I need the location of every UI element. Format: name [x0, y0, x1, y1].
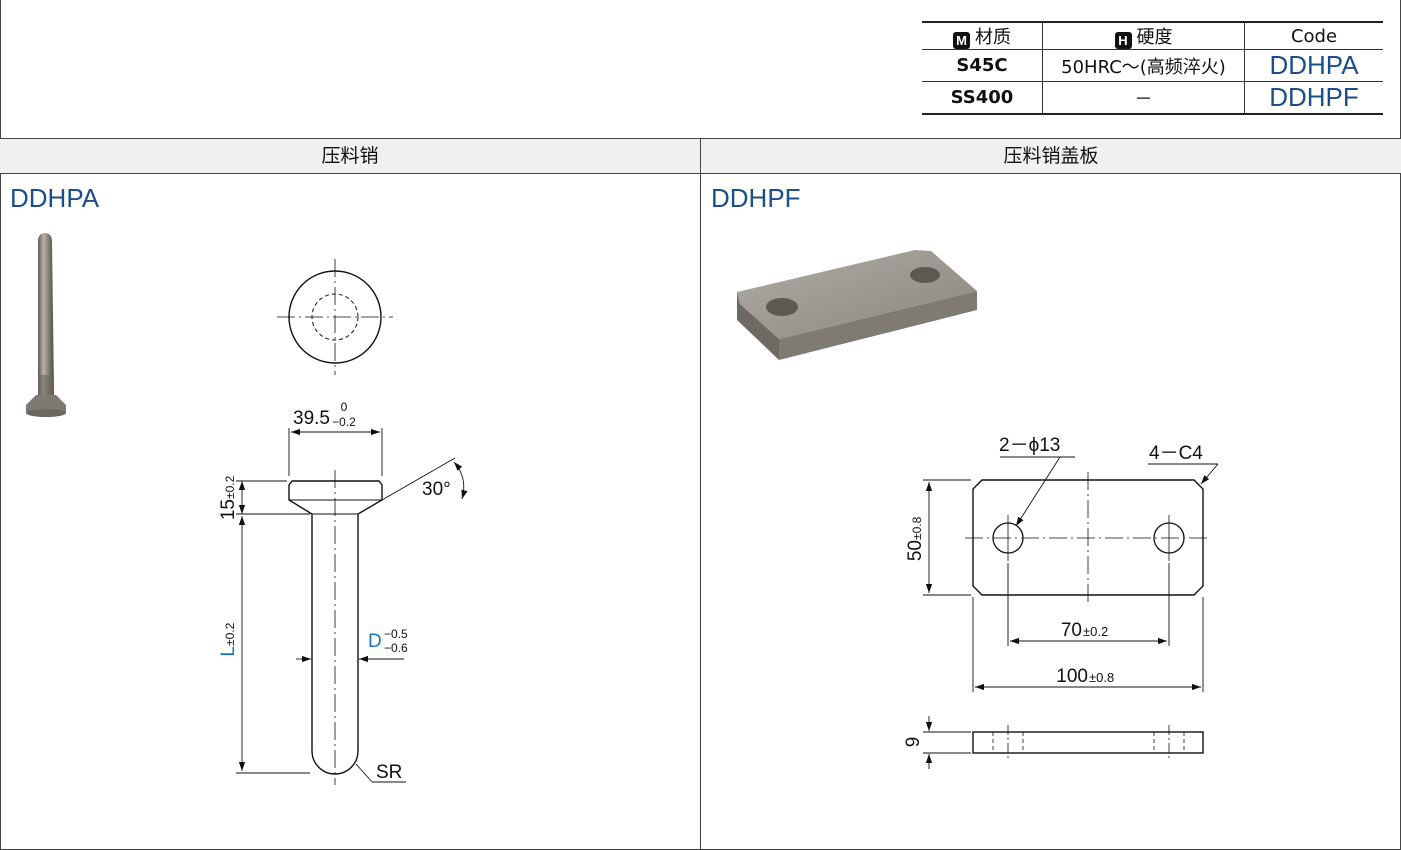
thickness-label: 9 — [903, 737, 924, 748]
hardness-cell: 50HRC～(高频淬火) — [1042, 49, 1245, 82]
angle-label: 30° — [422, 479, 451, 500]
table-row: S45C 50HRC～(高频淬火) DDHPA — [922, 49, 1383, 82]
dia-label: D — [368, 631, 382, 652]
section-divider — [700, 138, 701, 850]
plate-height-label: 50 — [905, 540, 926, 561]
hardness-cell: － — [1042, 81, 1245, 115]
material-header: M 材质 — [922, 21, 1043, 50]
material-cell: SS400 — [922, 81, 1043, 115]
material-header-label: 材质 — [975, 27, 1011, 48]
length-tol: ±0.2 — [223, 622, 237, 646]
plate-photo — [737, 250, 977, 360]
table-row: SS400 － DDHPF — [922, 81, 1383, 115]
head-height-tol: ±0.2 — [223, 475, 237, 499]
plate-top-view — [965, 472, 1211, 603]
plate-thickness-dim — [923, 716, 971, 769]
pin-photo — [26, 233, 66, 417]
pitch-label: 70 — [1061, 620, 1082, 641]
plate-side-view — [972, 725, 1204, 760]
code-link-ddhpf[interactable]: DDHPF — [1244, 81, 1383, 115]
head-dia-tol-lower: −0.2 — [332, 415, 356, 429]
pin-dimension-labels: 39.5 0 −0.2 15 ±0.2 30° L ±0.2 D −0.5 −0… — [218, 400, 451, 783]
width-label: 100 — [1056, 666, 1088, 687]
holes-label: 2－ϕ13 — [999, 435, 1060, 456]
material-cell: S45C — [922, 49, 1043, 82]
head-dia-label: 39.5 — [293, 408, 330, 429]
tip-label: SR — [376, 762, 402, 783]
hardness-header-label: 硬度 — [1136, 27, 1173, 48]
plate-dimensions — [923, 456, 1219, 692]
material-badge-icon: M — [953, 32, 970, 49]
chamfer-label: 4－C4 — [1149, 443, 1203, 464]
section-header-plate: 压料销盖板 — [701, 138, 1401, 174]
pitch-tol: ±0.2 — [1083, 624, 1108, 639]
length-label: L — [218, 646, 239, 657]
pin-code-label: DDHPA — [10, 183, 100, 213]
code-header: Code — [1244, 21, 1383, 50]
dia-tol-lower: −0.6 — [384, 641, 408, 655]
plate-height-tol: ±0.8 — [910, 516, 924, 540]
dia-tol-upper: −0.5 — [384, 627, 408, 641]
plate-dimension-labels: 2－ϕ13 4－C4 50 ±0.8 70 ±0.2 100 ±0.8 — [905, 435, 1203, 687]
width-tol: ±0.8 — [1089, 670, 1114, 685]
hardness-badge-icon: H — [1114, 32, 1132, 49]
plate-code-label: DDHPF — [711, 183, 801, 213]
section-header-pin: 压料销 — [0, 138, 701, 174]
pin-side-view — [288, 470, 383, 785]
pin-dimensions — [236, 428, 468, 783]
head-height-label: 15 — [218, 499, 239, 520]
pin-top-view — [277, 259, 393, 375]
code-link-ddhpa[interactable]: DDHPA — [1244, 49, 1383, 82]
head-dia-tol-upper: 0 — [341, 400, 348, 414]
